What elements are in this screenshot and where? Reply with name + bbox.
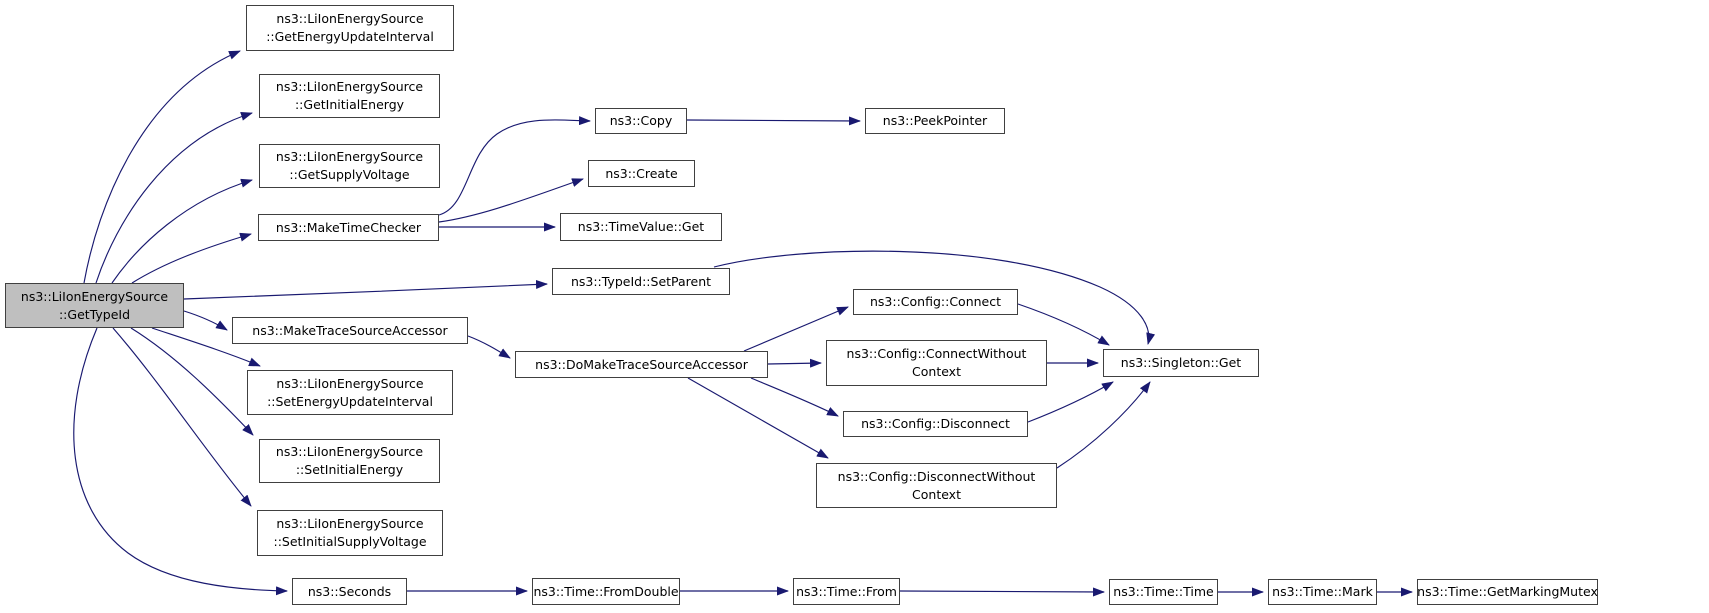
edge-config-disconnect-to-singleton-get: [1027, 381, 1114, 423]
node-label-line: ns3::Config::Connect: [869, 294, 1002, 310]
edge-make-trace-source-accessor-to-do-make-trace-source-accessor: [467, 335, 511, 359]
node-label-line: ::GetInitialEnergy: [294, 97, 405, 112]
node-label-line: ::SetEnergyUpdateInterval: [267, 393, 433, 409]
node-label-line: ns3::DoMakeTraceSourceAccessor: [535, 356, 748, 372]
node-make-time-checker[interactable]: ns3::MakeTimeChecker: [258, 214, 439, 241]
node-config-disconnect-without-context[interactable]: ns3::Config::DisconnectWithout Context: [816, 463, 1057, 508]
edge-copy-to-peek-pointer: [686, 116, 861, 126]
edge-get-type-id-to-make-time-checker: [131, 232, 252, 284]
node-label-line: ns3::LiIonEnergySource: [275, 149, 424, 165]
edge-get-type-id-to-set-energy-update-interval: [151, 327, 261, 367]
edge-config-connect-to-singleton-get: [1017, 303, 1110, 346]
edge-get-type-id-to-get-supply-voltage: [111, 178, 253, 284]
node-time-from-double[interactable]: ns3::Time::FromDouble: [532, 578, 680, 605]
node-label-line: ns3::Time::FromDouble: [533, 583, 679, 599]
node-label-line: ns3::LiIonEnergySource: [276, 11, 424, 27]
edge-type-id-set-parent-to-singleton-get: [713, 250, 1156, 345]
edge-make-time-checker-to-create: [438, 178, 584, 223]
edge-get-type-id-to-make-trace-source-accessor: [183, 310, 228, 331]
node-get-energy-update-interval[interactable]: ns3::LiIonEnergySource ::GetEnergyUpdate…: [246, 5, 454, 51]
node-label-line: ns3::Time::Time: [1113, 584, 1214, 600]
node-set-initial-energy[interactable]: ns3::LiIonEnergySource ::SetInitialEnerg…: [259, 439, 440, 483]
edge-time-from-to-time-time: [899, 587, 1105, 597]
node-do-make-trace-source-accessor[interactable]: ns3::DoMakeTraceSourceAccessor: [515, 351, 768, 378]
node-label-line: ::SetInitialSupplyVoltage: [273, 534, 427, 549]
node-label-line: ns3::Config::Disconnect: [861, 416, 1010, 432]
node-config-connect-without-context[interactable]: ns3::Config::ConnectWithout Context: [826, 340, 1047, 386]
node-label-line: ns3::MakeTraceSourceAccessor: [252, 322, 448, 338]
edge-config-disconnect-without-context-to-singleton-get: [1056, 381, 1151, 469]
node-label-line: ns3::Config::DisconnectWithout: [837, 468, 1036, 484]
node-time-from[interactable]: ns3::Time::From: [793, 578, 900, 605]
node-config-connect[interactable]: ns3::Config::Connect: [853, 289, 1018, 315]
node-label-line: ::SetInitialEnergy: [295, 462, 404, 477]
edge-get-type-id-to-type-id-set-parent: [183, 279, 548, 300]
node-type-id-set-parent[interactable]: ns3::TypeId::SetParent: [552, 268, 730, 295]
edge-get-type-id-to-set-initial-energy: [130, 327, 254, 436]
node-copy[interactable]: ns3::Copy: [595, 108, 687, 134]
edge-make-time-checker-to-copy: [438, 116, 591, 216]
node-set-initial-supply-voltage[interactable]: ns3::LiIonEnergySource ::SetInitialSuppl…: [257, 510, 443, 556]
node-label-line: ns3::LiIonEnergySource: [276, 375, 424, 391]
node-get-type-id[interactable]: ns3::LiIonEnergySource ::GetTypeId: [5, 283, 184, 328]
edge-get-type-id-to-seconds: [73, 327, 288, 596]
node-label-line: ns3::LiIonEnergySource: [276, 516, 424, 532]
node-label-line: ns3::LiIonEnergySource: [275, 444, 424, 460]
node-label-line: ::GetSupplyVoltage: [289, 167, 410, 182]
node-get-initial-energy[interactable]: ns3::LiIonEnergySource ::GetInitialEnerg…: [259, 74, 440, 118]
edge-get-type-id-to-get-initial-energy: [95, 112, 253, 284]
node-set-energy-update-interval[interactable]: ns3::LiIonEnergySource ::SetEnergyUpdate…: [247, 370, 453, 415]
node-label-line: ns3::Time::From: [796, 583, 897, 599]
node-label-line: ns3::PeekPointer: [882, 113, 988, 129]
node-get-supply-voltage[interactable]: ns3::LiIonEnergySource ::GetSupplyVoltag…: [259, 144, 440, 188]
node-create[interactable]: ns3::Create: [588, 160, 695, 187]
node-label-line: ns3::Singleton::Get: [1120, 355, 1242, 371]
node-seconds[interactable]: ns3::Seconds: [292, 578, 407, 605]
edge-do-make-trace-source-accessor-to-config-disconnect: [750, 377, 839, 417]
node-label-line: Context: [912, 486, 961, 502]
node-label-line: ::GetTypeId: [58, 306, 131, 322]
node-label-line: ns3::MakeTimeChecker: [275, 219, 422, 235]
node-label-line: ns3::Seconds: [307, 583, 392, 599]
edge-do-make-trace-source-accessor-to-config-disconnect-without-context: [687, 377, 829, 459]
edge-get-type-id-to-get-energy-update-interval: [83, 50, 241, 284]
node-time-time[interactable]: ns3::Time::Time: [1109, 579, 1218, 605]
node-make-trace-source-accessor[interactable]: ns3::MakeTraceSourceAccessor: [232, 317, 468, 344]
node-peek-pointer[interactable]: ns3::PeekPointer: [865, 108, 1005, 134]
edge-get-type-id-to-set-initial-supply-voltage: [112, 327, 252, 507]
node-label-line: ns3::LiIonEnergySource: [20, 288, 169, 304]
node-label-line: Context: [912, 364, 961, 379]
node-label-line: ns3::Create: [605, 165, 678, 181]
node-label-line: ns3::Copy: [609, 113, 673, 129]
node-time-mark[interactable]: ns3::Time::Mark: [1268, 579, 1377, 605]
node-label-line: ns3::TimeValue::Get: [577, 219, 705, 235]
edge-do-make-trace-source-accessor-to-config-connect-without-context: [767, 358, 822, 368]
node-label-line: ns3::Time::Mark: [1272, 584, 1373, 600]
node-time-value-get[interactable]: ns3::TimeValue::Get: [560, 213, 722, 241]
node-label-line: ns3::LiIonEnergySource: [275, 79, 424, 95]
node-label-line: ns3::TypeId::SetParent: [570, 273, 712, 289]
node-label-line: ::GetEnergyUpdateInterval: [266, 29, 434, 44]
edge-do-make-trace-source-accessor-to-config-connect: [743, 306, 849, 352]
node-label-line: ns3::Time::GetMarkingMutex: [1417, 584, 1598, 600]
node-label-line: ns3::Config::ConnectWithout: [846, 346, 1027, 362]
node-singleton-get[interactable]: ns3::Singleton::Get: [1103, 349, 1259, 377]
node-time-get-marking-mutex[interactable]: ns3::Time::GetMarkingMutex: [1417, 579, 1598, 605]
node-config-disconnect[interactable]: ns3::Config::Disconnect: [843, 411, 1028, 437]
